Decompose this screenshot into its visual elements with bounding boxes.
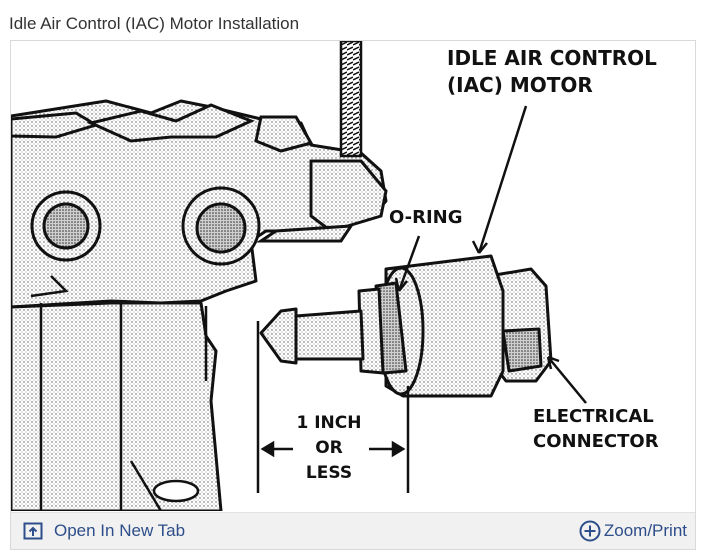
zoom-print-label: Zoom/Print bbox=[603, 521, 687, 540]
label-o-ring: O-RING bbox=[389, 207, 463, 228]
iac-motor-body bbox=[259, 254, 553, 398]
open-in-new-tab-label: Open In New Tab bbox=[54, 521, 186, 540]
page-title: Idle Air Control (IAC) Motor Installatio… bbox=[9, 14, 300, 33]
label-measurement-line3: LESS bbox=[305, 463, 353, 483]
label-iac-motor-line2: (IAC) MOTOR bbox=[447, 73, 593, 97]
label-measurement-line2: OR bbox=[315, 438, 343, 458]
leader-lines bbox=[394, 105, 587, 404]
label-connector-line2: CONNECTOR bbox=[533, 431, 659, 452]
open-external-icon bbox=[23, 522, 43, 540]
label-connector-line1: ELECTRICAL bbox=[533, 406, 654, 427]
port-left bbox=[30, 190, 102, 262]
iac-motor-diagram[interactable]: IDLE AIR CONTROL (IAC) MOTOR O-RING 1 IN… bbox=[11, 41, 695, 511]
zoom-print-link[interactable]: Zoom/Print bbox=[579, 513, 687, 549]
label-iac-motor: IDLE AIR CONTROL (IAC) MOTOR bbox=[447, 45, 657, 99]
image-footer-bar: Open In New Tab Zoom/Print bbox=[11, 512, 695, 549]
plus-circle-icon bbox=[579, 520, 601, 542]
label-measurement-line1: 1 INCH bbox=[296, 413, 362, 433]
open-in-new-tab-link[interactable]: Open In New Tab bbox=[23, 513, 185, 549]
label-electrical-connector: ELECTRICAL CONNECTOR bbox=[533, 404, 659, 454]
port-right bbox=[181, 186, 261, 266]
measurement-lines bbox=[256, 321, 410, 493]
image-frame: IDLE AIR CONTROL (IAC) MOTOR O-RING 1 IN… bbox=[10, 40, 696, 550]
label-iac-motor-line1: IDLE AIR CONTROL bbox=[447, 46, 657, 70]
label-measurement: 1 INCH OR LESS bbox=[289, 411, 369, 486]
stud-bolt bbox=[339, 41, 363, 158]
